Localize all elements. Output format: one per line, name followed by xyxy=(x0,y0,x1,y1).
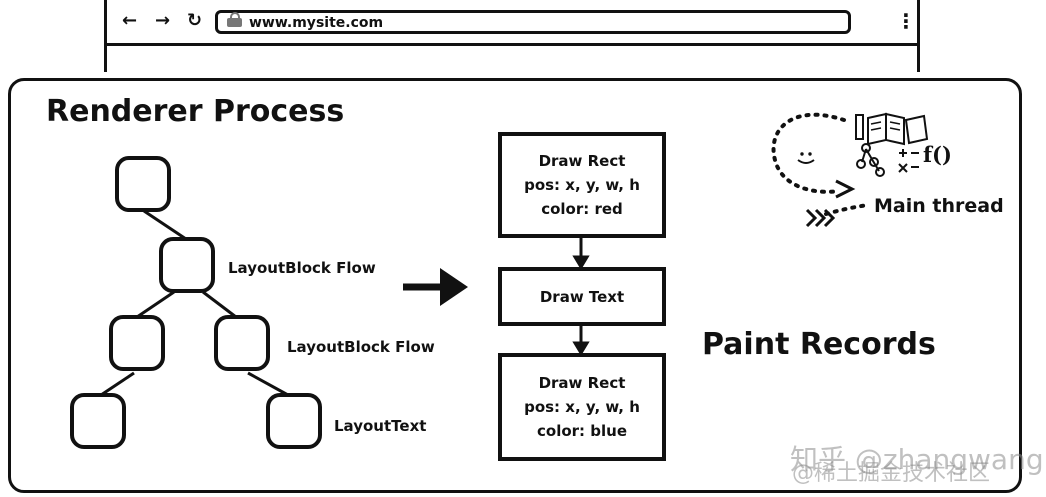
record-line: Draw Rect xyxy=(538,152,626,170)
paint-record-draw-rect-blue: Draw Rect pos: x, y, w, h color: blue xyxy=(498,353,666,461)
process-arrow xyxy=(403,268,468,306)
paper-icon xyxy=(904,114,929,145)
dotted-loop xyxy=(771,112,846,194)
record-line: Draw Text xyxy=(539,287,625,306)
diagram-title: Renderer Process xyxy=(46,94,345,129)
open-book-icon xyxy=(867,112,905,146)
zhihu-watermark: 知乎 @zhangwang xyxy=(790,443,1044,476)
lock-icon xyxy=(227,12,242,27)
record-line: color: blue xyxy=(537,422,627,440)
dotted-path xyxy=(824,203,870,216)
address-bar[interactable]: www.mysite.com xyxy=(215,10,851,34)
browser-window: ← → ↻ www.mysite.com ⋮ xyxy=(104,0,920,72)
juejin-watermark: @稀土掘金技术社区 xyxy=(792,461,991,486)
tree-label-layouttext: LayoutText xyxy=(334,417,427,435)
tree-label-layoutblock-flow: LayoutBlock Flow xyxy=(228,259,376,277)
layout-tree-root xyxy=(115,156,171,212)
record-line: pos: x, y, w, h xyxy=(524,398,640,416)
tree-edge xyxy=(247,371,289,397)
record-line: color: red xyxy=(541,200,623,218)
forward-arrow-icon[interactable]: → xyxy=(155,10,171,31)
kebab-menu-icon[interactable]: ⋮ xyxy=(896,9,916,33)
paint-record-draw-text: Draw Text xyxy=(498,267,666,326)
layout-block-flow-node xyxy=(159,237,215,293)
layout-block-flow-node xyxy=(214,315,270,371)
browser-toolbar: ← → ↻ www.mysite.com ⋮ xyxy=(107,0,917,46)
paint-records-title: Paint Records xyxy=(702,327,936,362)
record-line: Draw Rect xyxy=(538,374,626,392)
tree-edge xyxy=(202,290,237,319)
book-spine xyxy=(855,114,864,140)
layout-text-node xyxy=(266,393,322,449)
face-smile xyxy=(797,159,815,164)
main-thread-label: Main thread xyxy=(874,195,1004,217)
record-arrows xyxy=(572,238,590,356)
tree-edge xyxy=(143,209,187,241)
tree-edge xyxy=(100,371,135,397)
layout-tree-left-child xyxy=(109,315,165,371)
face-eye xyxy=(800,152,804,156)
loop-arrowhead xyxy=(835,179,856,199)
math-symbols-icon xyxy=(898,149,919,173)
record-line: pos: x, y, w, h xyxy=(524,176,640,194)
face-eye xyxy=(808,152,812,156)
reload-icon[interactable]: ↻ xyxy=(187,10,203,31)
tree-label-layoutblock-flow-2: LayoutBlock Flow xyxy=(287,338,435,356)
function-symbol: f() xyxy=(923,142,952,167)
layout-tree-leaf-left xyxy=(70,393,126,449)
url-text[interactable]: www.mysite.com xyxy=(249,15,384,31)
back-arrow-icon[interactable]: ← xyxy=(122,10,138,31)
paint-record-draw-rect-red: Draw Rect pos: x, y, w, h color: red xyxy=(498,132,666,238)
main-thread-icon xyxy=(771,112,929,228)
tree-edge xyxy=(136,290,175,319)
double-chevron-icon xyxy=(805,208,836,228)
